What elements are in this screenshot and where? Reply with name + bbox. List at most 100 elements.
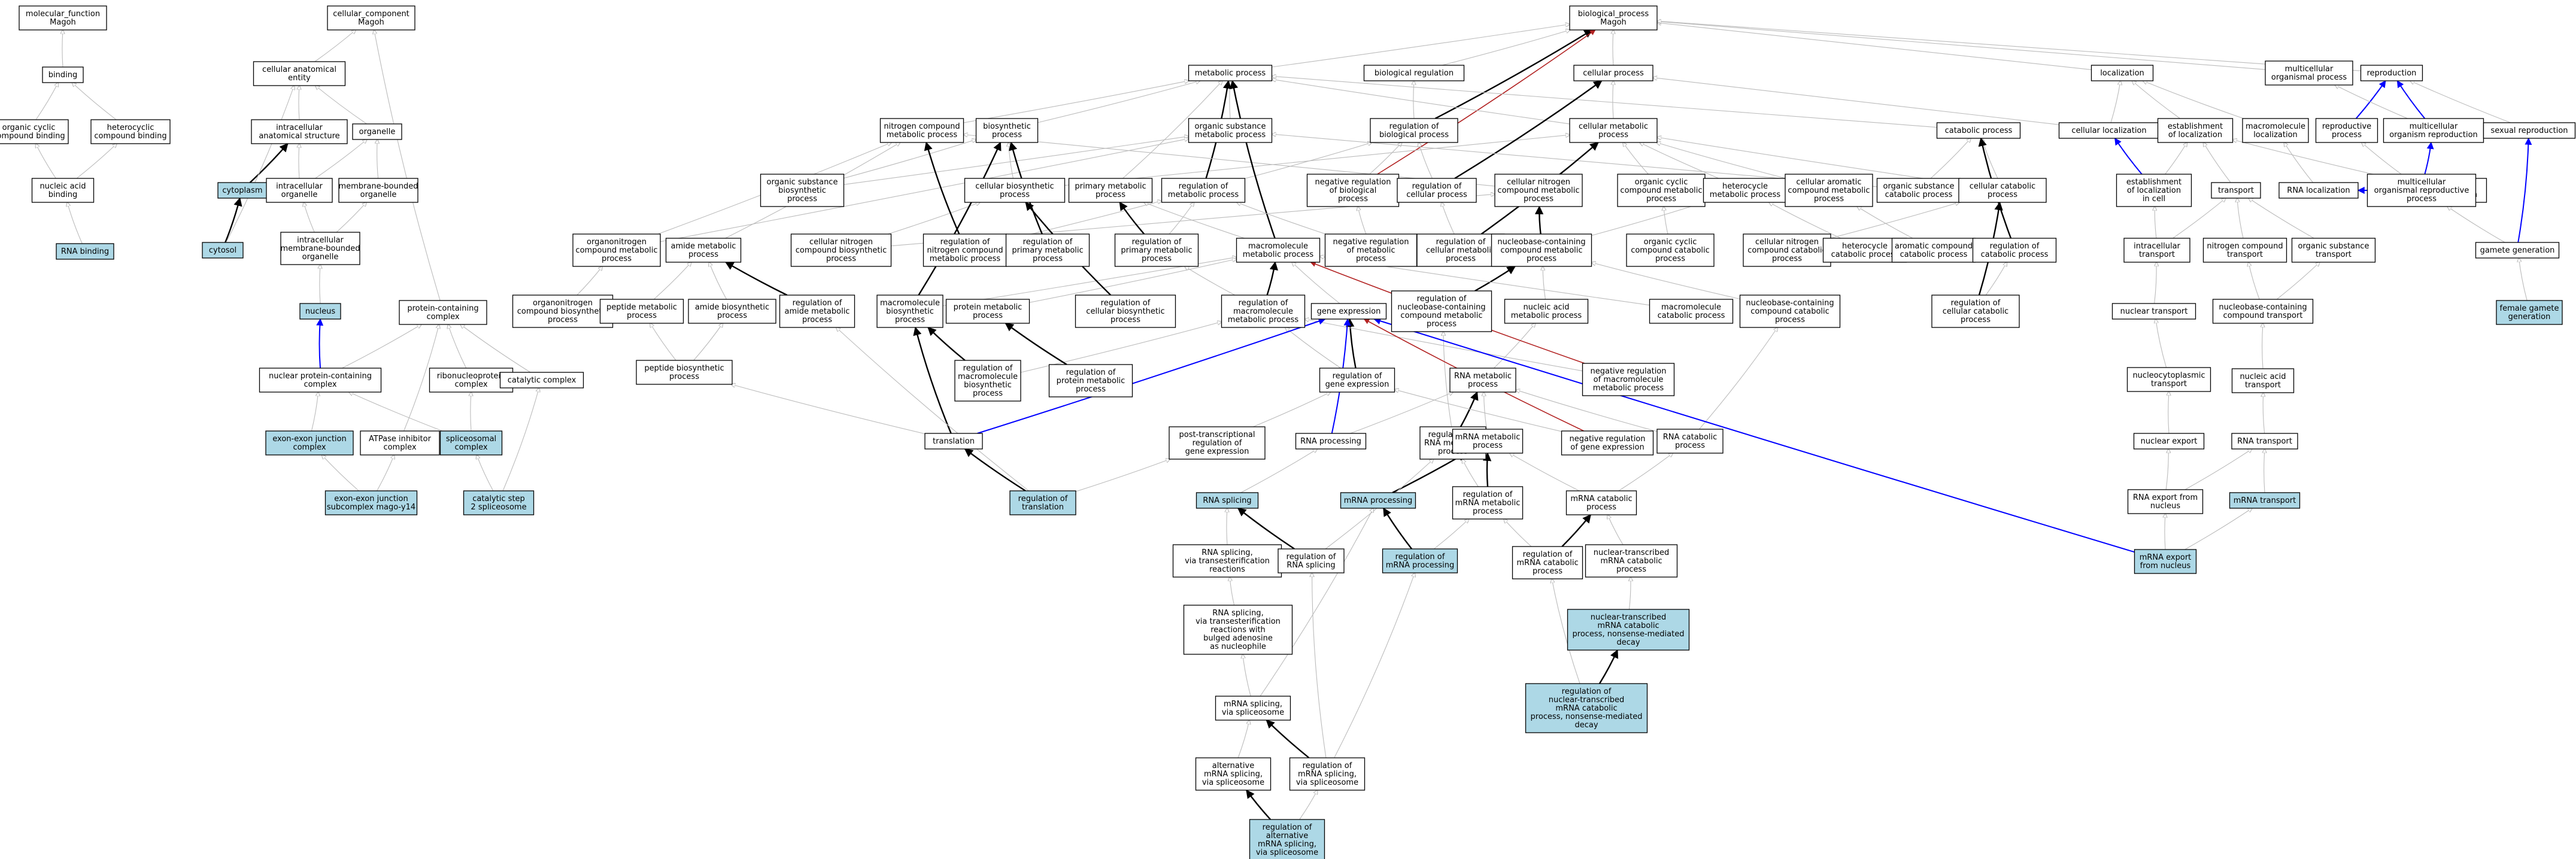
go-term-box	[56, 243, 114, 260]
edge-is-a	[1463, 459, 1479, 487]
go-term-label: nuclear protein-containing	[269, 372, 372, 381]
edge-is-a	[2154, 262, 2157, 304]
go-term-regnbcmp: regulation ofnucleobase-containingcompou…	[1391, 290, 1492, 332]
edge-part-of	[1346, 318, 1357, 369]
go-term-label: compound biosynthetic	[796, 246, 887, 255]
go-term-metproc: metabolic process	[1188, 65, 1273, 81]
go-term-label: intracellular	[276, 182, 323, 191]
go-term-label: metabolic process	[1195, 69, 1266, 78]
go-term-label: nuclear export	[2141, 437, 2198, 446]
go-term-label: cellular biosynthetic	[1086, 307, 1164, 316]
go-term-box	[1617, 174, 1706, 207]
go-term-label: Magoh	[1600, 18, 1627, 27]
go-term-box	[2496, 300, 2563, 325]
edge-is-a	[1592, 263, 1740, 300]
go-term-box	[2483, 122, 2576, 139]
edge-is-a	[1185, 266, 1236, 296]
go-term-label: nucleobase-containing	[1746, 299, 1834, 308]
go-term-box	[1306, 174, 1400, 207]
go-term-label: gamete generation	[2480, 246, 2555, 255]
go-term-label: compound binding	[0, 132, 65, 141]
go-term-label: cytoplasm	[222, 186, 262, 195]
go-term-label: regulation of	[793, 299, 842, 308]
go-term-label: organic cyclic	[1635, 178, 1688, 187]
go-term-label: negative regulation	[1315, 178, 1391, 187]
edge-is-a	[660, 139, 1189, 242]
go-term-label: process, nonsense-mediated	[1531, 712, 1643, 721]
go-term-label: RNA transport	[2237, 437, 2292, 446]
go-term-label: process	[973, 389, 1003, 398]
edge-is-a	[2173, 198, 2225, 239]
go-term-label: nucleic acid	[1523, 303, 1569, 312]
go-term-label: catabolic process	[1945, 126, 2013, 135]
go-term-box	[2127, 489, 2204, 514]
go-term-box	[31, 178, 95, 203]
edge-is-a	[1504, 519, 1532, 547]
go-term-label: cellular catabolic	[1970, 182, 2035, 191]
go-term-label: organonitrogen	[533, 299, 593, 308]
go-term-label: catalytic step	[472, 494, 525, 503]
go-term-label: negative regulation	[1569, 435, 1645, 444]
go-term-label: process	[1961, 315, 1991, 324]
go-term-label: regulation of	[1333, 372, 1382, 381]
go-term-label: mRNA metabolic	[1455, 433, 1521, 442]
go-term-label: biosynthetic	[983, 122, 1031, 131]
go-term-box	[2229, 492, 2301, 509]
go-term-box	[1561, 430, 1654, 456]
go-term-label: transport	[2227, 250, 2263, 259]
go-term-bioreg: biological regulation	[1363, 65, 1465, 81]
go-term-label: compound metabolic	[575, 246, 657, 255]
go-term-box	[463, 490, 535, 515]
go-term-label: amide biosynthetic	[695, 303, 769, 312]
go-term-box	[202, 242, 244, 259]
edge-is-a	[1657, 21, 2361, 71]
go-term-box	[280, 232, 360, 265]
go-term-label: process	[627, 311, 657, 320]
edge-is-a	[1260, 508, 1373, 697]
go-term-box	[1452, 429, 1524, 454]
edge-is-a	[653, 262, 691, 300]
go-term-label: spliceosomal	[446, 435, 496, 444]
edge-is-a	[1037, 81, 1200, 123]
go-term-box	[1565, 490, 1637, 515]
go-term-label: of biological	[1330, 186, 1377, 195]
go-term-label: metabolic process	[887, 130, 958, 139]
go-term-box	[299, 303, 341, 320]
go-term-box	[266, 178, 333, 203]
edge-is-a	[62, 30, 63, 68]
go-term-label: biosynthetic	[886, 307, 934, 316]
edge-is-a	[2335, 85, 2408, 119]
go-term-label: catalytic complex	[508, 376, 577, 385]
go-term-box	[2278, 182, 2359, 199]
go-term-box	[2212, 299, 2314, 324]
go-term-label: regulation of	[1389, 122, 1439, 131]
edge-is-a	[1664, 207, 1668, 235]
edge-part-of	[1266, 719, 1310, 758]
edge-is-a	[1607, 515, 1624, 545]
go-term-label: biosynthetic	[778, 186, 826, 195]
go-term-label: of metabolic	[1347, 246, 1395, 255]
go-term-label: mRNA splicing,	[1204, 770, 1263, 779]
go-term-box	[352, 123, 402, 140]
go-term-box	[1649, 299, 1734, 324]
go-term-label: process	[973, 311, 1003, 320]
go-term-box	[1370, 118, 1458, 143]
go-term-label: mRNA splicing,	[1298, 770, 1357, 779]
